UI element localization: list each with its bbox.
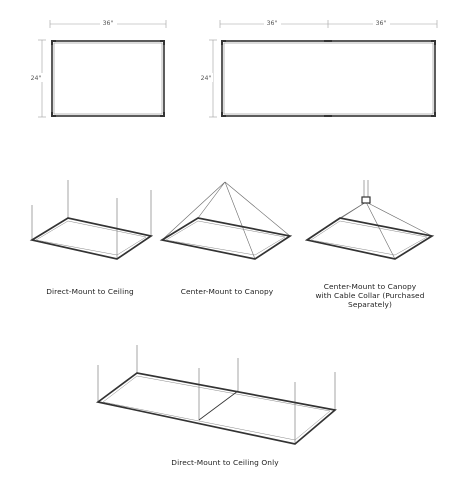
iso-center-mount-collar <box>304 180 435 260</box>
caption-direct-mount: Direct-Mount to Ceiling <box>46 287 134 296</box>
caption-direct-mount-only: Direct-Mount to Ceiling Only <box>171 458 279 467</box>
plan2-height-label: 24" <box>201 75 212 82</box>
iso-center-mount <box>159 181 293 260</box>
caption-center-mount-collar-line2: with Cable Collar (Purchased <box>315 291 425 300</box>
plan2-width-label-right: 36" <box>376 20 387 27</box>
caption-center-mount-collar-line3: Separately) <box>348 300 392 309</box>
iso-direct-mount-double <box>95 345 337 445</box>
iso-direct-mount <box>29 180 154 260</box>
caption-center-mount-collar-line1: Center-Mount to Canopy <box>323 282 417 291</box>
plan1-width-label: 36" <box>103 20 114 27</box>
plan-view-double: 36" 36" 24" <box>199 17 438 118</box>
plan1-height-label: 24" <box>31 75 42 82</box>
caption-center-mount: Center-Mount to Canopy <box>180 287 274 296</box>
plan-view-single: 36" 24" <box>29 17 167 118</box>
plan2-width-label-left: 36" <box>267 20 278 27</box>
